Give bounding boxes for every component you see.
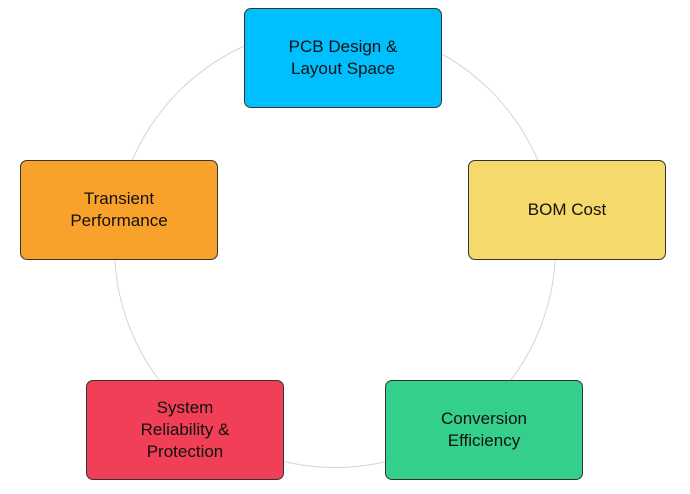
node-bom-cost: BOM Cost [468, 160, 666, 260]
node-system-reliability: System Reliability & Protection [86, 380, 284, 480]
node-label-system-reliability: System Reliability & Protection [140, 398, 230, 461]
node-pcb-design: PCB Design & Layout Space [244, 8, 442, 108]
node-transient-performance: Transient Performance [20, 160, 218, 260]
node-label-transient-performance: Transient Performance [70, 189, 168, 230]
node-label-pcb-design: PCB Design & Layout Space [288, 37, 398, 78]
node-label-conversion-efficiency: Conversion Efficiency [441, 409, 527, 450]
node-label-bom-cost: BOM Cost [527, 200, 607, 219]
node-conversion-efficiency: Conversion Efficiency [385, 380, 583, 480]
